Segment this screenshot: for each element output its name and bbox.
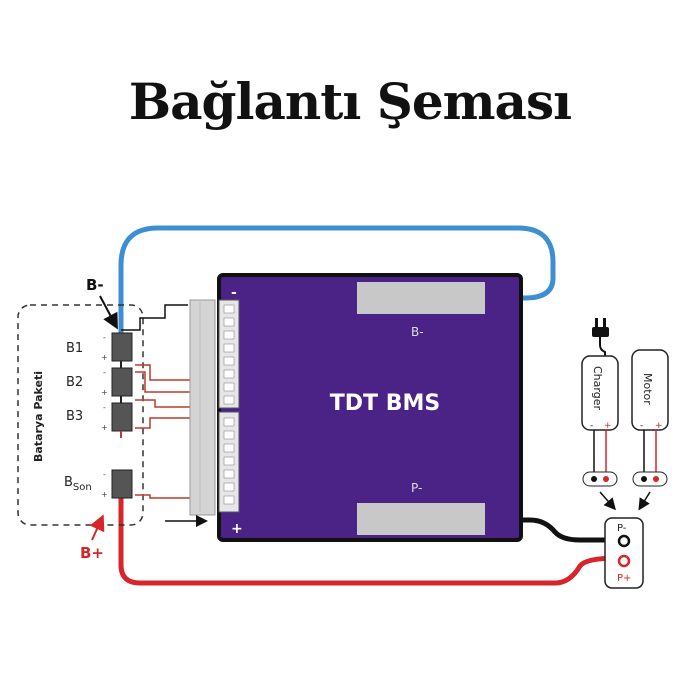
b-plus-label: B+: [80, 544, 104, 562]
bms-p-minus-pad-label: P-: [411, 481, 422, 495]
b-minus-arrow: [99, 295, 118, 330]
plug-icon: [592, 318, 609, 356]
motor-device: [631, 349, 669, 431]
svg-text:-: -: [103, 470, 106, 479]
cell-label-bson: BSon: [64, 475, 92, 493]
output-p-minus-label: P-: [617, 523, 627, 534]
bms-b-minus-pad-label: B-: [411, 325, 424, 339]
charger-minus-mark: -: [590, 421, 593, 431]
battery-cell-b3: [111, 402, 133, 438]
b-minus-label: B-: [86, 276, 104, 294]
output-terminal: [604, 517, 644, 589]
charger-device: [581, 355, 619, 431]
charger-plus-mark: +: [604, 421, 612, 431]
output-p-minus-post: [617, 534, 631, 548]
balance-connector: [189, 299, 216, 516]
svg-text:-: -: [103, 333, 106, 342]
cell-label-b1: B1: [66, 341, 83, 356]
cell-label-b2: B2: [66, 375, 83, 390]
svg-text:+: +: [101, 353, 108, 362]
svg-text:-: -: [103, 368, 106, 377]
cell-label-b3: B3: [66, 409, 83, 424]
motor-to-output-arrow: [638, 491, 651, 511]
sense-line-b-minus: [121, 304, 188, 331]
motor-minus-mark: -: [640, 421, 643, 431]
battery-cell-b1: [111, 332, 133, 368]
motor-label: Motor: [641, 373, 654, 405]
p-minus-wire: [485, 517, 618, 543]
bms-header-plus: +: [231, 521, 243, 537]
bms-p-minus-pad: [357, 503, 485, 535]
page-title: Bağlantı Şeması: [128, 72, 572, 131]
balance-sense-lines: [135, 364, 190, 499]
charger-terminal: [582, 471, 618, 487]
bms-balance-header: [218, 299, 240, 513]
battery-pack-outline: [17, 304, 144, 526]
charger-label: Charger: [591, 366, 604, 410]
b-minus-wire: [118, 225, 556, 335]
charger-to-output-arrow: [599, 491, 616, 511]
cell-polarity-marks: - + - + - + - +: [101, 333, 108, 499]
svg-text:+: +: [101, 388, 108, 397]
output-p-plus-post: [617, 554, 631, 568]
motor-terminal: [632, 471, 668, 487]
svg-text:+: +: [101, 490, 108, 499]
bms-label: TDT BMS: [330, 391, 440, 416]
svg-text:-: -: [103, 403, 106, 412]
battery-cell-bson: [111, 469, 133, 499]
b-plus-arrow: [89, 514, 105, 541]
battery-pack-label: Batarya Paketi: [32, 371, 45, 462]
bms-header-minus: -: [231, 285, 237, 301]
b-plus-wire: [118, 497, 619, 586]
output-p-plus-label: P+: [617, 573, 631, 584]
bms-b-minus-pad: [357, 282, 485, 314]
battery-cell-b2: [111, 367, 133, 403]
svg-text:+: +: [101, 423, 108, 432]
motor-plus-mark: +: [655, 421, 663, 431]
